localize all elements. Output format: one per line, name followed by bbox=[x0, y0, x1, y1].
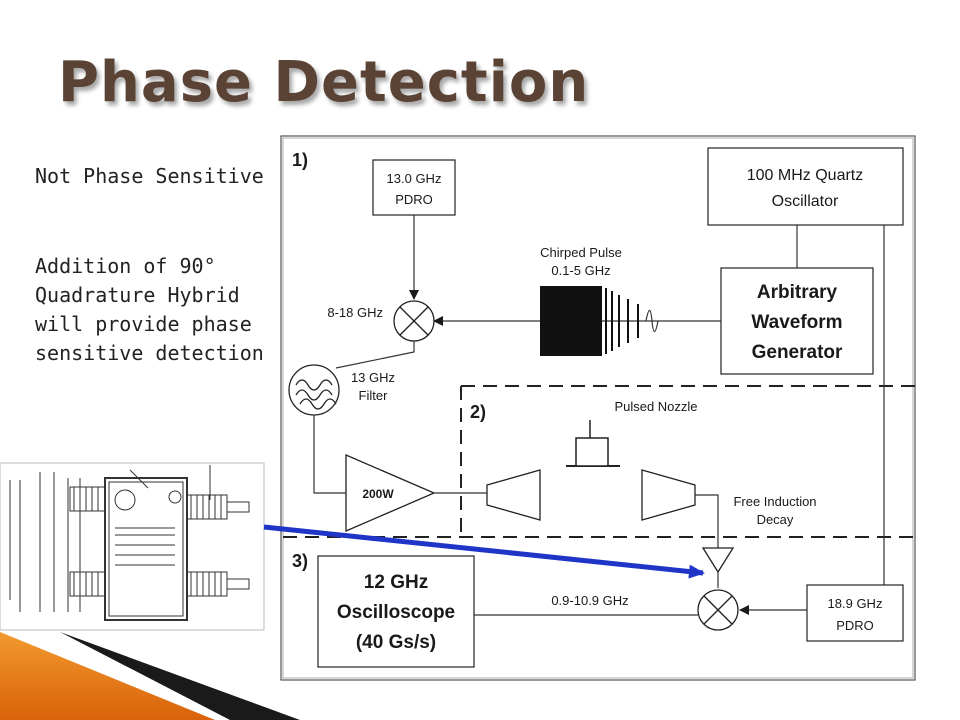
svg-text:12 GHz: 12 GHz bbox=[364, 572, 428, 593]
receive-antenna-icon bbox=[701, 547, 735, 574]
svg-text:0.1-5 GHz: 0.1-5 GHz bbox=[551, 263, 610, 278]
section-label-2: 2) bbox=[470, 402, 486, 422]
pulsed-nozzle-icon bbox=[566, 420, 620, 467]
if-band-label: 0.9-10.9 GHz bbox=[551, 593, 628, 608]
orange-accent-bar bbox=[0, 632, 215, 720]
filter-label: 13 GHz bbox=[351, 370, 395, 385]
svg-text:13.0 GHz: 13.0 GHz bbox=[387, 171, 442, 186]
mixer-downconvert-icon bbox=[697, 589, 739, 631]
bullet-not-phase-sensitive: Not Phase Sensitive bbox=[35, 164, 264, 188]
svg-text:Generator: Generator bbox=[752, 342, 843, 363]
amplifier-200w-icon: 200W bbox=[345, 454, 436, 532]
pdro-189-box: 18.9 GHz PDRO bbox=[806, 584, 904, 642]
slide-title: Phase Detection bbox=[58, 50, 590, 115]
svg-text:200W: 200W bbox=[362, 487, 394, 501]
fid-label: Free Induction bbox=[733, 494, 816, 509]
svg-text:Oscilloscope: Oscilloscope bbox=[337, 602, 455, 623]
transmit-horn-icon bbox=[486, 469, 541, 521]
filter-icon bbox=[288, 364, 340, 416]
section-label-1: 1) bbox=[292, 150, 308, 170]
oscilloscope-box: 12 GHz Oscilloscope (40 Gs/s) bbox=[317, 555, 475, 668]
svg-text:Decay: Decay bbox=[757, 512, 794, 527]
svg-text:Filter: Filter bbox=[359, 388, 389, 403]
quadrature-coupler-drawing bbox=[0, 462, 265, 631]
section-label-3: 3) bbox=[292, 551, 308, 571]
black-accent-stripe bbox=[60, 632, 300, 720]
bullet-quadrature-hybrid: Addition of 90° Quadrature Hybrid will p… bbox=[35, 254, 264, 365]
freq-8-18-label: 8-18 GHz bbox=[327, 305, 383, 320]
svg-text:Arbitrary: Arbitrary bbox=[757, 282, 838, 303]
svg-text:100 MHz Quartz: 100 MHz Quartz bbox=[747, 167, 863, 184]
chirped-pulse-label: Chirped Pulse bbox=[540, 245, 622, 260]
svg-text:PDRO: PDRO bbox=[836, 618, 874, 633]
svg-text:Waveform: Waveform bbox=[751, 312, 842, 333]
svg-text:Oscillator: Oscillator bbox=[772, 193, 839, 210]
pdro-13-box: 13.0 GHz PDRO bbox=[372, 159, 456, 216]
chirped-pulse-graphic bbox=[540, 286, 602, 356]
svg-text:18.9 GHz: 18.9 GHz bbox=[828, 596, 883, 611]
blue-pointer-arrow bbox=[263, 524, 705, 579]
bullet-list: Not Phase Sensitive Addition of 90° Quad… bbox=[35, 162, 275, 368]
receive-horn-icon bbox=[641, 469, 696, 521]
mixer-upconvert-icon bbox=[393, 300, 435, 342]
awg-box: Arbitrary Waveform Generator bbox=[720, 267, 874, 375]
svg-text:PDRO: PDRO bbox=[395, 192, 433, 207]
quartz-oscillator-box: 100 MHz Quartz Oscillator bbox=[707, 147, 904, 226]
pulsed-nozzle-label: Pulsed Nozzle bbox=[614, 399, 697, 414]
svg-text:(40 Gs/s): (40 Gs/s) bbox=[356, 632, 436, 653]
